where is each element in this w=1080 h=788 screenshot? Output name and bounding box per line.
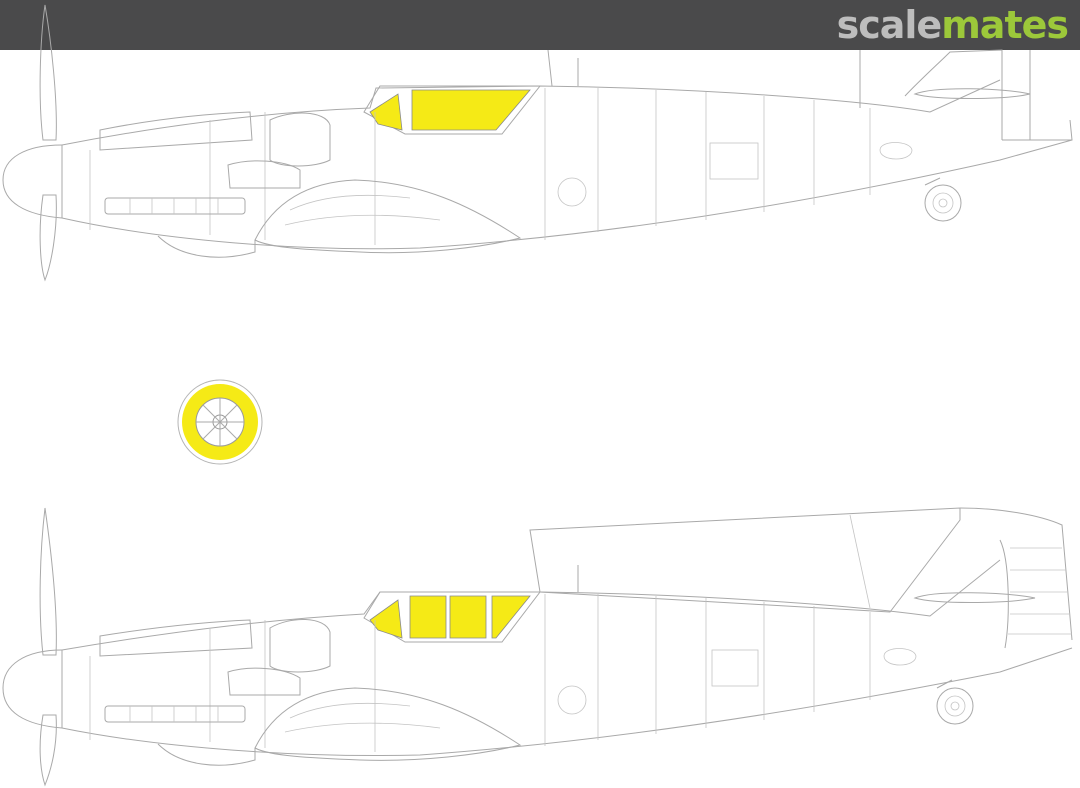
spinner (2, 144, 63, 219)
propeller-blade-lower-2 (39, 714, 57, 787)
brand-logo[interactable]: scalemates (836, 2, 1069, 48)
canopy-mask-panel-2 (449, 595, 487, 639)
aircraft-profile-top (2, 4, 1073, 282)
tailwheel-top (924, 184, 962, 222)
canopy-mask-side (411, 89, 531, 131)
wheel-hub-mask (177, 379, 263, 465)
header-bar: scalemates (0, 0, 1080, 50)
tailwheel-bottom (936, 687, 974, 725)
canopy-mask-rear (491, 595, 531, 639)
propeller-blade-lower (39, 194, 57, 282)
propeller-blade-upper-2 (39, 507, 57, 656)
propeller-blade-upper (39, 4, 57, 141)
brand-text-mates: mates (941, 3, 1069, 47)
aircraft-profile-bottom (2, 507, 1073, 787)
brand-text-scale: scale (836, 3, 943, 47)
canopy-mask-panel-1 (409, 595, 447, 639)
